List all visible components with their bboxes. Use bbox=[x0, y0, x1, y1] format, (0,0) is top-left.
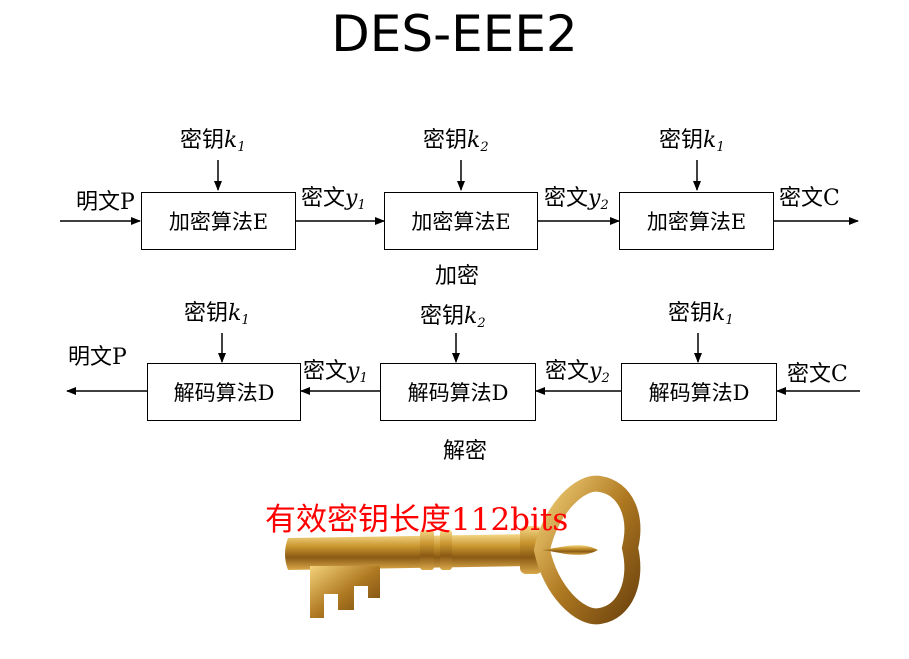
key-prefix: 密钥 bbox=[423, 128, 468, 153]
key-letter: k bbox=[224, 128, 238, 153]
mid-index: 2 bbox=[600, 198, 609, 213]
encrypt-box-label: 加密算法E bbox=[646, 210, 747, 234]
decrypt-box-label: 解码算法D bbox=[407, 381, 509, 405]
encrypt-box-3: 加密算法E bbox=[619, 192, 774, 250]
key-prefix: 密钥 bbox=[184, 301, 229, 326]
dec-key-label-2: 密钥k2 bbox=[420, 304, 486, 337]
mid-letter: y bbox=[588, 186, 601, 211]
enc-key-label-1: 密钥k1 bbox=[180, 128, 246, 161]
encrypt-box-label: 加密算法E bbox=[168, 210, 269, 234]
decrypt-box-label: 解码算法D bbox=[173, 381, 275, 405]
mid-letter: y bbox=[345, 186, 358, 211]
key-index: 1 bbox=[241, 313, 250, 328]
enc-mid-label-1: 密文y1 bbox=[301, 186, 366, 219]
encrypt-box-label: 加密算法E bbox=[411, 210, 511, 234]
dec-mid-label-2: 密文y2 bbox=[545, 359, 610, 392]
dec-mid-label-1: 密文y1 bbox=[303, 359, 368, 392]
key-index: 1 bbox=[716, 140, 725, 155]
dec-key-label-3: 密钥k1 bbox=[668, 301, 734, 334]
dec-input-label: 密文C bbox=[787, 362, 848, 387]
mid-prefix: 密文 bbox=[301, 186, 346, 211]
decrypt-box-3: 解码算法D bbox=[621, 363, 777, 421]
key-letter: k bbox=[228, 301, 242, 326]
key-prefix: 密钥 bbox=[420, 304, 465, 329]
key-prefix: 密钥 bbox=[180, 128, 225, 153]
page-title: DES-EEE2 bbox=[331, 5, 578, 63]
encrypt-section-label: 加密 bbox=[435, 264, 480, 289]
key-index: 1 bbox=[725, 313, 734, 328]
key-prefix: 密钥 bbox=[668, 301, 713, 326]
mid-prefix: 密文 bbox=[303, 359, 348, 384]
dec-output-label: 明文P bbox=[68, 345, 127, 370]
decrypt-box-label: 解码算法D bbox=[648, 381, 750, 405]
mid-prefix: 密文 bbox=[544, 186, 589, 211]
key-letter: k bbox=[464, 304, 478, 329]
mid-index: 2 bbox=[601, 371, 610, 386]
key-index: 1 bbox=[237, 140, 246, 155]
mid-prefix: 密文 bbox=[545, 359, 590, 384]
golden-key-icon bbox=[285, 475, 641, 625]
key-index: 2 bbox=[477, 316, 486, 331]
enc-key-label-3: 密钥k1 bbox=[659, 128, 725, 161]
decrypt-box-2: 解码算法D bbox=[380, 363, 536, 421]
key-length-caption: 有效密钥长度112bits bbox=[265, 502, 569, 538]
mid-index: 1 bbox=[357, 198, 366, 213]
enc-mid-label-2: 密文y2 bbox=[544, 186, 609, 219]
encrypt-box-2: 加密算法E bbox=[384, 192, 538, 250]
mid-letter: y bbox=[589, 359, 602, 384]
mid-letter: y bbox=[347, 359, 360, 384]
key-letter: k bbox=[712, 301, 726, 326]
dec-key-label-1: 密钥k1 bbox=[184, 301, 250, 334]
encrypt-box-1: 加密算法E bbox=[141, 192, 296, 250]
key-index: 2 bbox=[480, 140, 489, 155]
mid-index: 1 bbox=[359, 371, 368, 386]
enc-key-label-2: 密钥k2 bbox=[423, 128, 489, 161]
decrypt-section-label: 解密 bbox=[443, 439, 488, 464]
key-letter: k bbox=[703, 128, 717, 153]
enc-input-label: 明文P bbox=[76, 190, 135, 215]
decrypt-box-1: 解码算法D bbox=[147, 363, 301, 421]
enc-output-label: 密文C bbox=[779, 186, 840, 211]
key-prefix: 密钥 bbox=[659, 128, 704, 153]
key-letter: k bbox=[467, 128, 481, 153]
